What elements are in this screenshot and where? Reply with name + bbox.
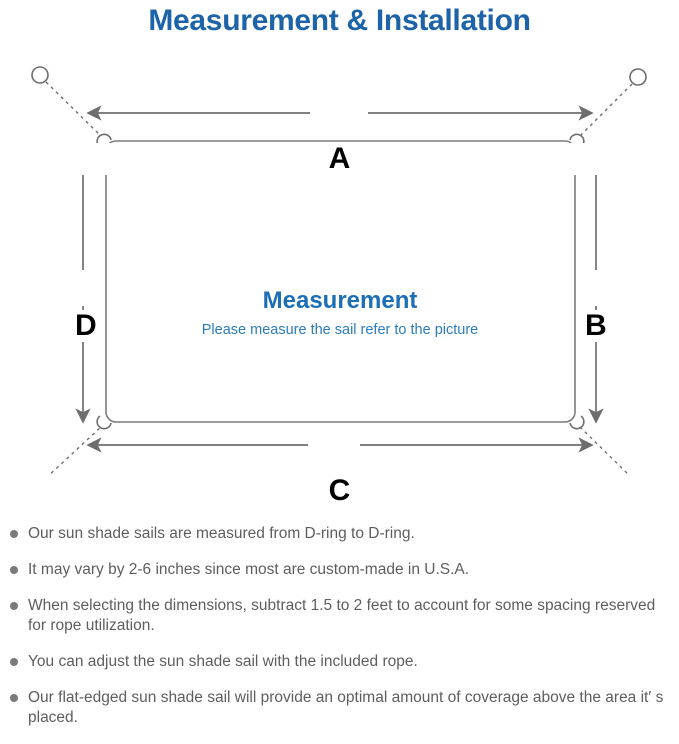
list-item: You can adjust the sun shade sail with t… (0, 652, 679, 672)
rope-line-top-left (45, 81, 102, 137)
notes-list: Our sun shade sails are measured from D-… (0, 524, 679, 744)
bullet-icon (10, 566, 18, 574)
page-title: Measurement & Installation (148, 4, 531, 37)
dimension-label-d: D (68, 310, 104, 342)
bullet-icon (10, 658, 18, 666)
dimension-label-a: A (0, 142, 679, 175)
note-text: When selecting the dimensions, subtract … (28, 597, 656, 634)
rope-line-top-right (579, 83, 633, 137)
anchor-point-top-left (31, 66, 49, 84)
list-item: It may vary by 2-6 inches since most are… (0, 560, 679, 580)
center-title: Measurement (262, 287, 418, 314)
sail-measurement-diagram: A C D B Measurement Please measure the s… (0, 48, 679, 518)
center-label-group: Measurement Please measure the sail refe… (130, 286, 550, 341)
note-text: Our flat-edged sun shade sail will provi… (28, 689, 664, 726)
note-text: You can adjust the sun shade sail with t… (28, 653, 418, 670)
diagram-svg (31, 66, 647, 494)
bullet-icon (10, 602, 18, 610)
rope-line-bottom-right (579, 426, 633, 479)
sail-rectangle (105, 140, 576, 423)
d-ring-bottom-left (96, 415, 112, 430)
rope-line-bottom-left (45, 426, 102, 479)
dimension-label-b: B (578, 310, 614, 342)
bullet-icon (10, 530, 18, 538)
bullet-icon (10, 694, 18, 702)
list-item: Our sun shade sails are measured from D-… (0, 524, 679, 544)
note-text: It may vary by 2-6 inches since most are… (28, 561, 470, 578)
list-item: When selecting the dimensions, subtract … (0, 596, 679, 636)
anchor-point-top-right (629, 68, 647, 86)
note-text: Our sun shade sails are measured from D-… (28, 525, 415, 542)
center-subtitle: Please measure the sail refer to the pic… (201, 322, 479, 338)
list-item: Our flat-edged sun shade sail will provi… (0, 688, 679, 728)
dimension-label-c: C (0, 474, 679, 507)
